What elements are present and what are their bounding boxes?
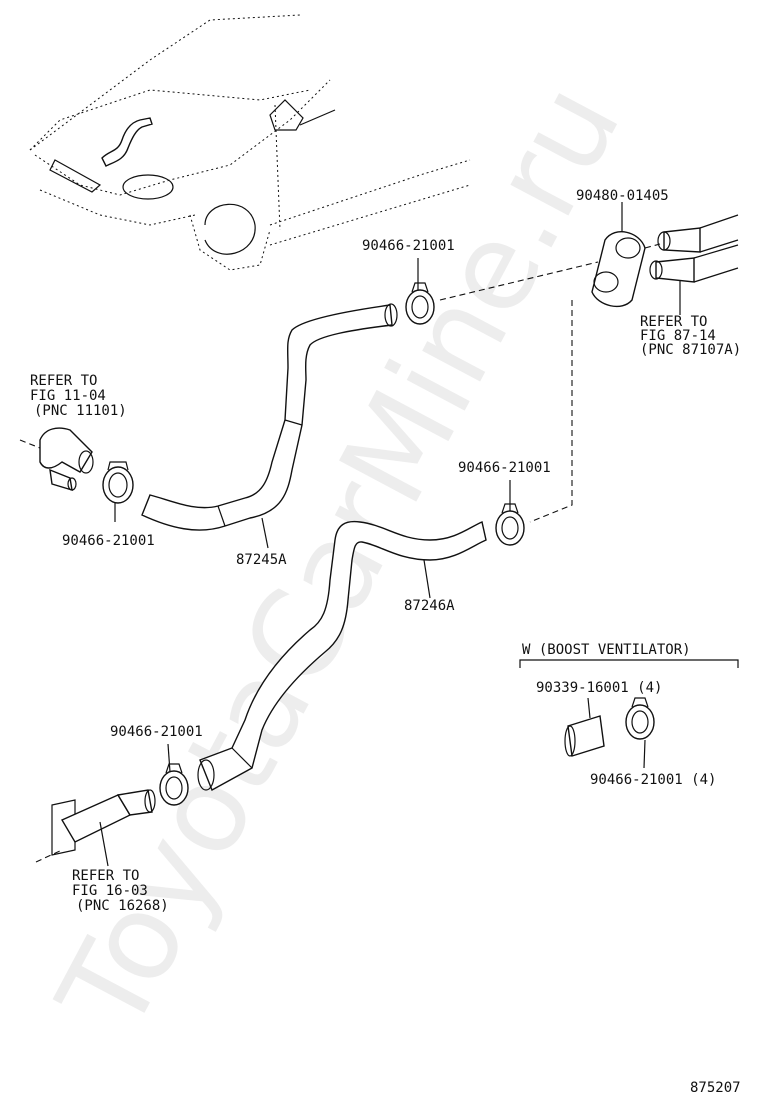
label-refer-left-2: FIG 11-04 [30, 388, 106, 404]
label-refer-bottom-2: FIG 16-03 [72, 883, 148, 899]
grommet [591, 231, 646, 308]
label-refer-bottom-1: REFER TO [72, 868, 139, 884]
clamp-left [102, 461, 134, 504]
dash-vert [529, 300, 573, 523]
fitting-bottom [35, 789, 156, 863]
label-boost-clip: 90466-21001 (4) [590, 772, 716, 788]
hose-87246a [197, 520, 487, 791]
label-clip-bottom: 90466-21001 [110, 724, 203, 740]
label-clip-left: 90466-21001 [62, 533, 155, 549]
figure-number: 875207 [690, 1080, 741, 1096]
label-hose-lower: 87246A [404, 598, 455, 614]
hose-87245a [141, 303, 398, 531]
clamp-bottom [159, 763, 189, 806]
label-boost-pipe: 90339-16001 (4) [536, 680, 662, 696]
label-clip-top: 90466-21001 [362, 238, 455, 254]
leaders [99, 202, 681, 867]
dash-grommet-pipe [644, 243, 661, 249]
label-clip-mid-right: 90466-21001 [458, 460, 551, 476]
car-illustration [29, 14, 471, 271]
label-refer-right-1: REFER TO [640, 314, 707, 330]
label-refer-right-3: (PNC 87107A) [640, 342, 741, 358]
label-refer-left-1: REFER TO [30, 373, 97, 389]
label-grommet: 90480-01405 [576, 188, 669, 204]
pipes-right [649, 214, 739, 283]
label-refer-bottom-3: (PNC 16268) [76, 898, 169, 914]
clamp-top [405, 282, 435, 325]
label-boost-title: W (BOOST VENTILATOR) [522, 642, 691, 658]
boost-ventilator-box [519, 659, 739, 757]
dash-top [439, 261, 599, 301]
fitting-left [19, 427, 94, 491]
label-refer-left-3: (PNC 11101) [34, 403, 127, 419]
label-refer-right-2: FIG 87-14 [640, 328, 716, 344]
label-hose-upper: 87245A [236, 552, 287, 568]
